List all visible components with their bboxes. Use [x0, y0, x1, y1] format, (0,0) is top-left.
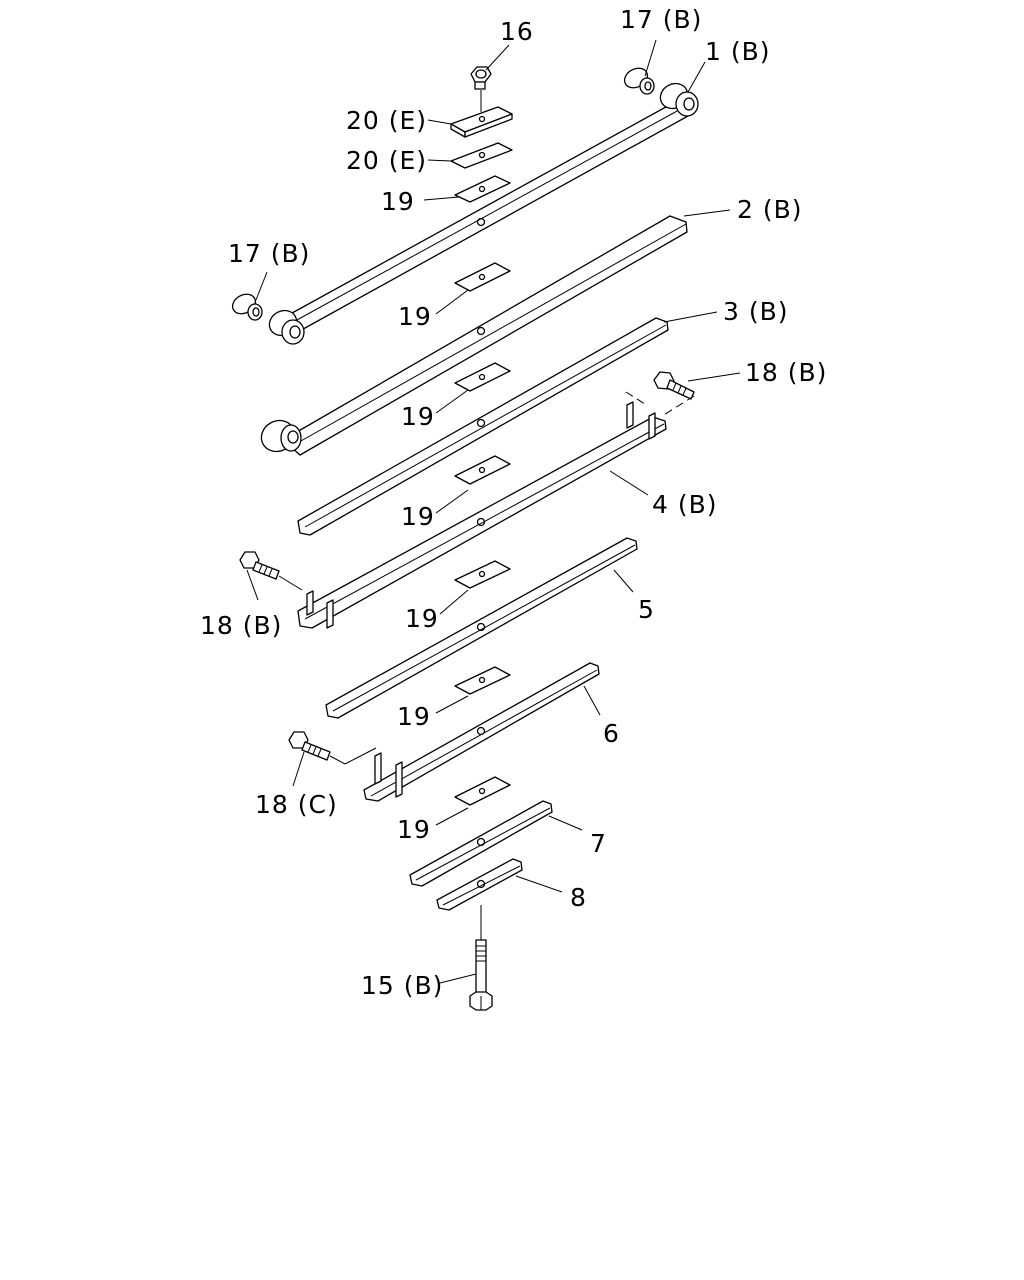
label-15b: 15 (B) [361, 971, 443, 1000]
shim-19-1 [454, 175, 511, 203]
leader-lines [246, 39, 741, 984]
label-1b: 1 (B) [705, 37, 771, 66]
leaf-1-left-eye [268, 309, 305, 345]
label-8: 8 [570, 883, 587, 912]
label-17b-top: 17 (B) [620, 5, 702, 34]
leaf-2 [260, 215, 688, 456]
label-17b-left: 17 (B) [228, 239, 310, 268]
shim-19-4 [454, 455, 511, 485]
label-18b-left: 18 (B) [200, 611, 282, 640]
bolt-18b-right [625, 371, 695, 417]
plate-20e-1 [450, 106, 513, 138]
leaf-7 [409, 800, 553, 887]
label-19-6: 19 [397, 702, 431, 731]
leaf-6 [363, 662, 600, 802]
label-19-5: 19 [405, 604, 439, 633]
leaf-5 [325, 537, 638, 719]
shim-19-5 [454, 560, 511, 589]
bushing-17b-top [623, 67, 655, 95]
nut-16 [470, 66, 492, 112]
leaf-8 [436, 858, 523, 911]
bolt-18c [288, 731, 377, 765]
label-18b-right: 18 (B) [745, 358, 827, 387]
label-18c: 18 (C) [255, 790, 338, 819]
label-19-4: 19 [401, 502, 435, 531]
label-4b: 4 (B) [652, 490, 718, 519]
shim-19-2 [454, 262, 511, 292]
leaf-1-right-eye [659, 82, 699, 117]
plate-20e-2 [450, 142, 513, 169]
label-6: 6 [603, 719, 620, 748]
leaf-1-main [268, 82, 699, 345]
label-16: 16 [500, 17, 534, 46]
label-7: 7 [590, 829, 607, 858]
label-20e-1: 20 (E) [346, 106, 427, 135]
shim-19-6 [454, 666, 511, 695]
label-3b: 3 (B) [723, 297, 789, 326]
label-19-3: 19 [401, 402, 435, 431]
center-bolt-15b [469, 905, 493, 1011]
shim-19-3 [454, 362, 511, 392]
shim-19-7 [454, 776, 511, 806]
label-19-1: 19 [381, 187, 415, 216]
bushing-17b-left [231, 293, 263, 321]
label-20e-2: 20 (E) [346, 146, 427, 175]
leaf-3 [297, 317, 669, 536]
part-labels: 16 17 (B) 1 (B) 20 (E) 20 (E) 19 17 (B) … [200, 5, 827, 1000]
bolt-18b-left [239, 551, 303, 591]
leaf-4 [297, 401, 667, 629]
label-19-2: 19 [398, 302, 432, 331]
label-2b: 2 (B) [737, 195, 803, 224]
label-19-7: 19 [397, 815, 431, 844]
label-5: 5 [638, 595, 655, 624]
